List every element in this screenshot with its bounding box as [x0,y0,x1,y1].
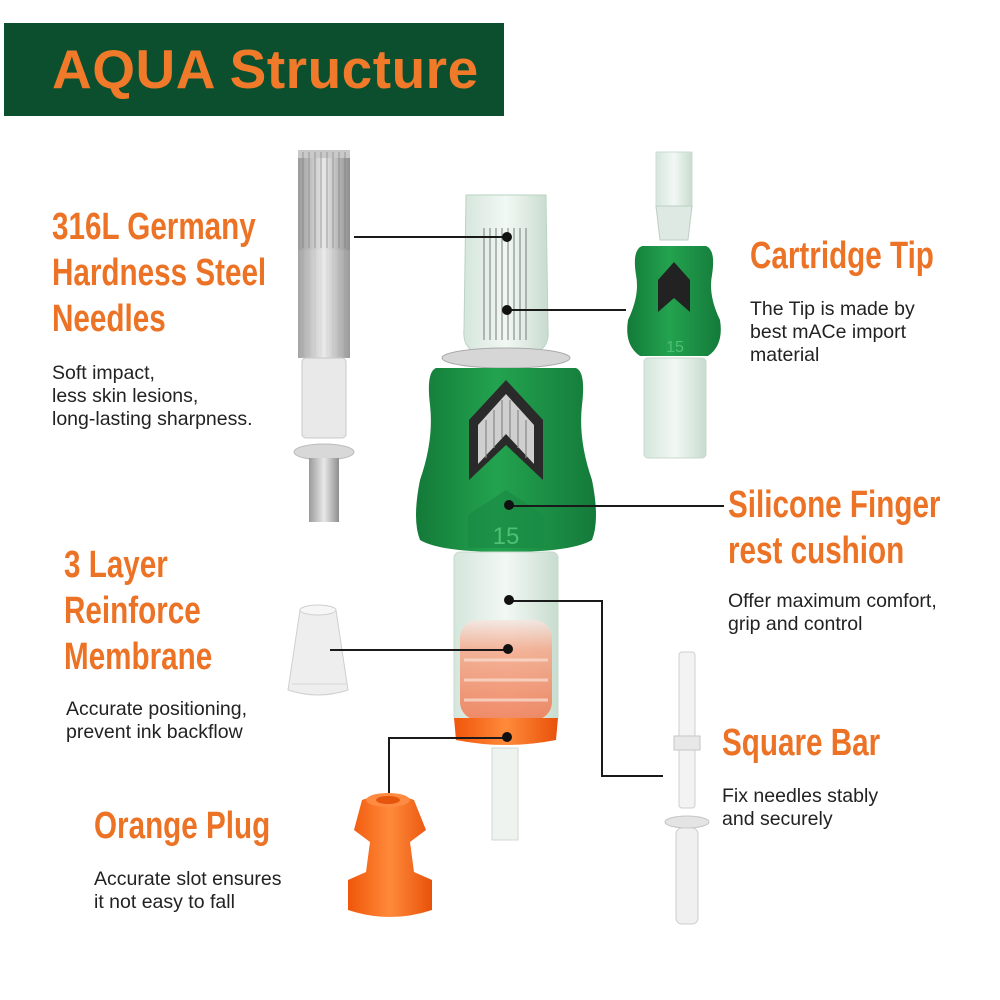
needles-heading: 316L Germany Hardness Steel Needles [52,204,266,342]
membrane-icon [287,604,349,696]
square-bar-leader-line-h1 [512,600,602,602]
cartridge-tip-heading-line: Cartridge Tip [750,235,934,277]
square-bar-leader-line-h2 [601,775,663,777]
finger-rest-description-line: Offer maximum comfort, [728,590,937,612]
cartridge-tip-leader-line [510,309,626,311]
title-banner: AQUA Structure [4,23,504,116]
orange-plug-leader-line-v [388,737,390,793]
needles-description: Soft impact, less skin lesions, long-las… [52,362,253,431]
finger-rest-description: Offer maximum comfort, grip and control [728,590,937,636]
finger-rest-leader-dot [504,500,514,510]
orange-plug-icon [348,793,432,917]
needles-heading-line: Needles [52,298,166,340]
cartridge-tip-description-line: The Tip is made by [750,298,915,320]
tip-size-marking: 15 [666,339,684,356]
square-bar-description-line: and securely [722,808,833,830]
needles-heading-line: Hardness Steel [52,252,267,294]
membrane-heading-line: 3 Layer [64,544,168,586]
finger-rest-heading-line: rest cushion [728,530,905,572]
orange-plug-leader-line-h [388,737,506,739]
cartridge-tip-heading: Cartridge Tip [750,233,934,279]
orange-plug-description: Accurate slot ensures it not easy to fal… [94,868,282,914]
finger-rest-heading-line: Silicone Finger [728,484,941,526]
membrane-description-line: Accurate positioning, [66,698,248,720]
square-bar-description: Fix needles stably and securely [722,785,878,831]
needles-leader-dot [502,232,512,242]
orange-plug-leader-dot [502,732,512,742]
finger-rest-description-line: grip and control [728,613,863,635]
needles-heading-line: 316L Germany [52,206,256,248]
square-bar-description-line: Fix needles stably [722,785,879,807]
needle-group-icon [293,150,355,522]
orange-plug-heading: Orange Plug [94,803,270,849]
cartridge-tip-leader-dot [502,305,512,315]
square-bar-icon [664,651,710,925]
needles-description-line: less skin lesions, [52,385,199,407]
cartridge-tip-description: The Tip is made by best mACe import mate… [750,298,915,367]
finger-rest-leader-line [512,505,724,507]
membrane-leader-dot [503,644,513,654]
cartridge-assembly-icon: 15 [416,194,596,841]
cartridge-tip-description-line: material [750,344,820,366]
membrane-heading-line: Membrane [64,636,213,678]
orange-plug-description-line: it not easy to fall [94,891,235,913]
orange-plug-heading-line: Orange Plug [94,805,271,847]
square-bar-leader-dot [504,595,514,605]
square-bar-leader-line-v [601,600,603,776]
cartridge-tip-icon: 15 [627,151,721,459]
square-bar-heading: Square Bar [722,720,880,766]
needles-description-line: long-lasting sharpness. [52,408,253,430]
size-marking: 15 [493,523,520,550]
cartridge-tip-description-line: best mACe import [750,321,907,343]
membrane-heading: 3 Layer Reinforce Membrane [64,542,212,680]
membrane-leader-line [330,649,508,651]
needles-leader-line [354,236,506,238]
finger-rest-heading: Silicone Finger rest cushion [728,482,940,574]
membrane-description: Accurate positioning, prevent ink backfl… [66,698,247,744]
membrane-description-line: prevent ink backflow [66,721,243,743]
membrane-heading-line: Reinforce [64,590,201,632]
page-title: AQUA Structure [52,38,479,100]
square-bar-heading-line: Square Bar [722,722,881,764]
needles-description-line: Soft impact, [52,362,155,384]
orange-plug-description-line: Accurate slot ensures [94,868,282,890]
